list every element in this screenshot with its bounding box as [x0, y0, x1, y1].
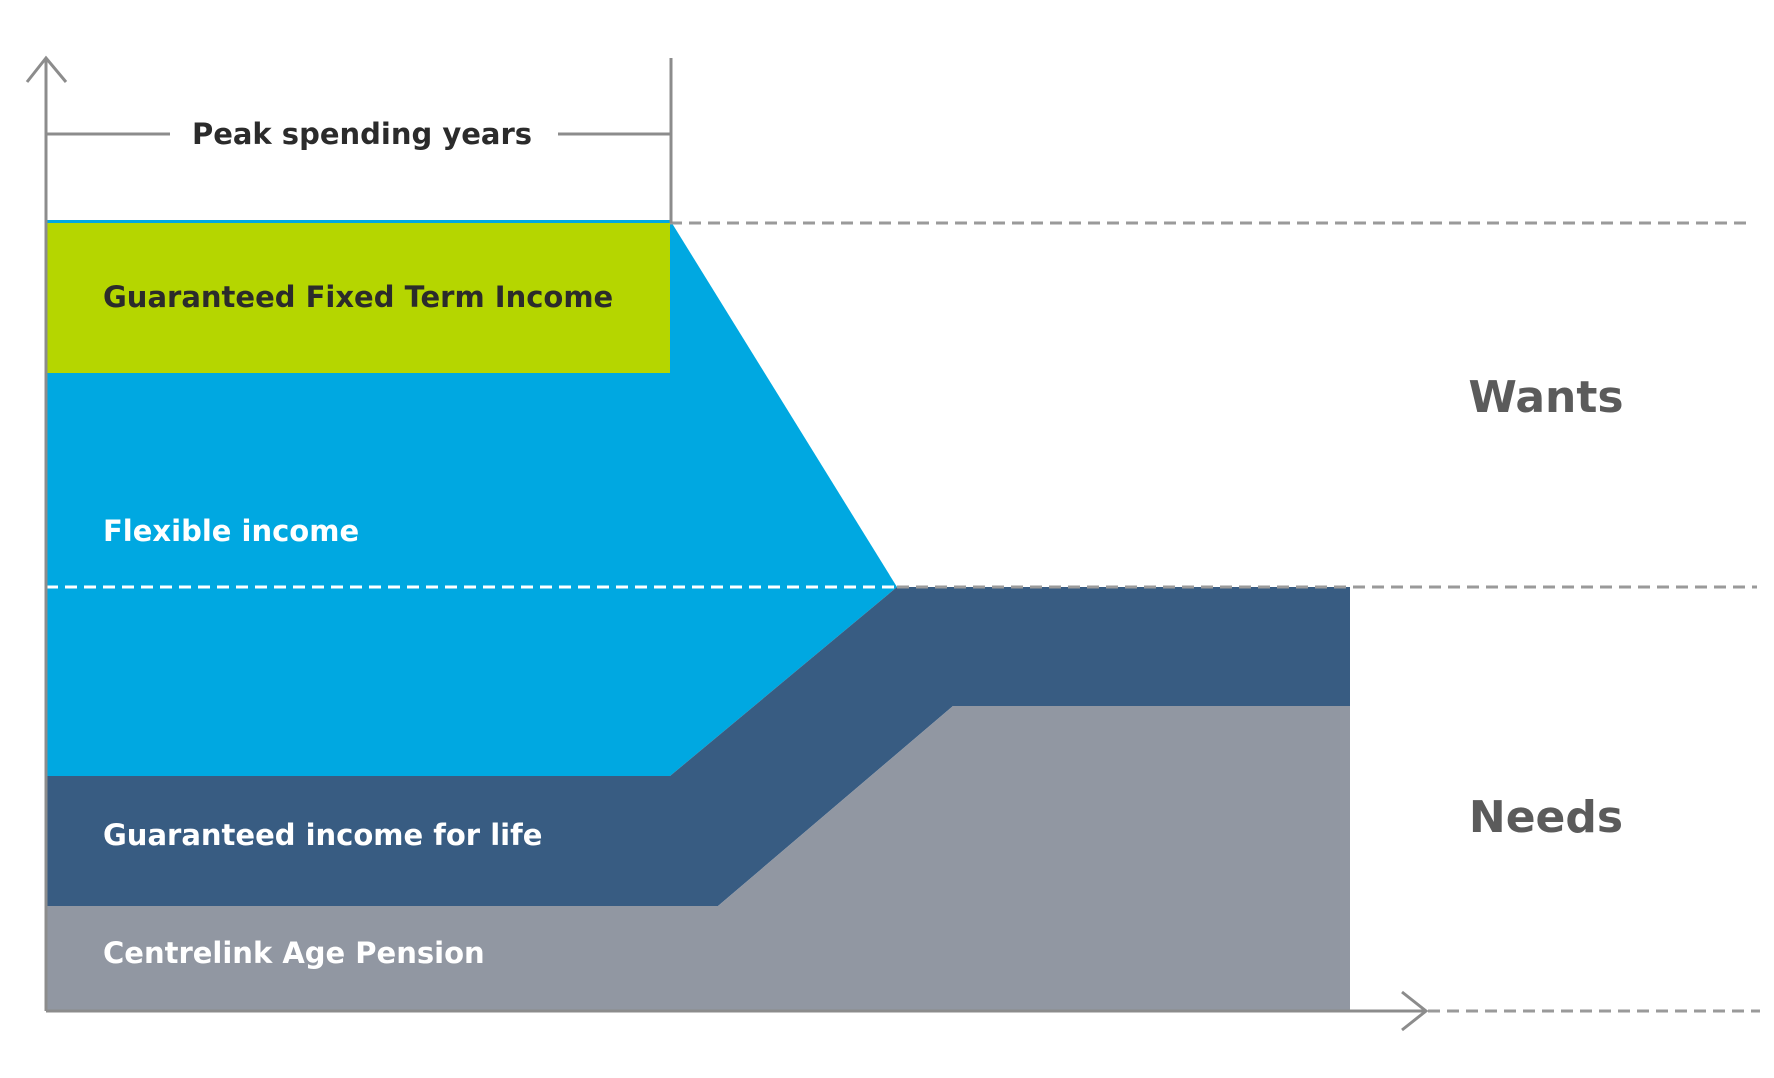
wants-label: Wants [1468, 372, 1623, 423]
guaranteed-income-for-life-label: Guaranteed income for life [103, 818, 542, 852]
guaranteed-fixed-term-income-area [46, 223, 670, 373]
guaranteed-fixed-term-income-label: Guaranteed Fixed Term Income [103, 280, 613, 314]
flexible-income-label: Flexible income [103, 514, 359, 548]
peak-spending-years-label: Peak spending years [192, 117, 532, 151]
y-axis-arrow-icon [25, 55, 68, 83]
x-axis-arrow-icon [1401, 990, 1429, 1032]
centrelink-age-pension-label: Centrelink Age Pension [103, 936, 485, 970]
centrelink-age-pension-area [46, 706, 1350, 1011]
needs-label: Needs [1469, 792, 1623, 843]
guaranteed-income-for-life-area [46, 587, 1350, 906]
